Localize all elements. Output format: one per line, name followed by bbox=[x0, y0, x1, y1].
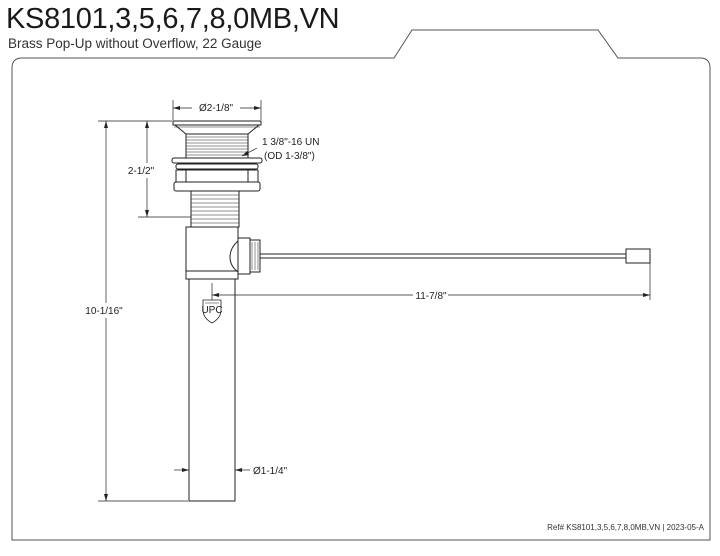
pivot-rod bbox=[260, 248, 651, 264]
top-diameter-label: Ø2-1/8" bbox=[199, 103, 234, 114]
threaded-body bbox=[190, 190, 240, 228]
product-title: KS8101,3,5,6,7,8,0MB,VN bbox=[6, 3, 340, 35]
drawing-frame bbox=[11, 29, 711, 541]
drain-flange bbox=[171, 120, 263, 192]
rod-length-dimension bbox=[211, 263, 651, 300]
rod-length-label: 11-7/8" bbox=[415, 291, 447, 302]
thread-od-label: (OD 1-3/8") bbox=[264, 151, 315, 162]
total-height-label: 10-1/16" bbox=[85, 306, 123, 317]
reference-number: Ref# KS8101,3,5,6,7,8,0MB,VN | 2023-05-A bbox=[547, 523, 704, 532]
total-height-dimension bbox=[98, 120, 188, 502]
upper-height-dimension bbox=[138, 120, 191, 218]
product-subtitle: Brass Pop-Up without Overflow, 22 Gauge bbox=[8, 36, 262, 51]
upc-mark-text: UPC bbox=[201, 305, 222, 316]
tail-pipe bbox=[188, 278, 236, 502]
top-diameter-dimension bbox=[172, 100, 262, 120]
thread-callout-leader bbox=[241, 147, 258, 157]
pivot-housing bbox=[185, 226, 261, 280]
upc-shield-icon bbox=[202, 299, 222, 324]
tail-diameter-dimension bbox=[174, 468, 250, 472]
tail-diameter-label: Ø1-1/4" bbox=[253, 466, 288, 477]
thread-spec-label: 1 3/8"-16 UN bbox=[262, 137, 319, 148]
upper-height-label: 2-1/2" bbox=[128, 166, 155, 177]
